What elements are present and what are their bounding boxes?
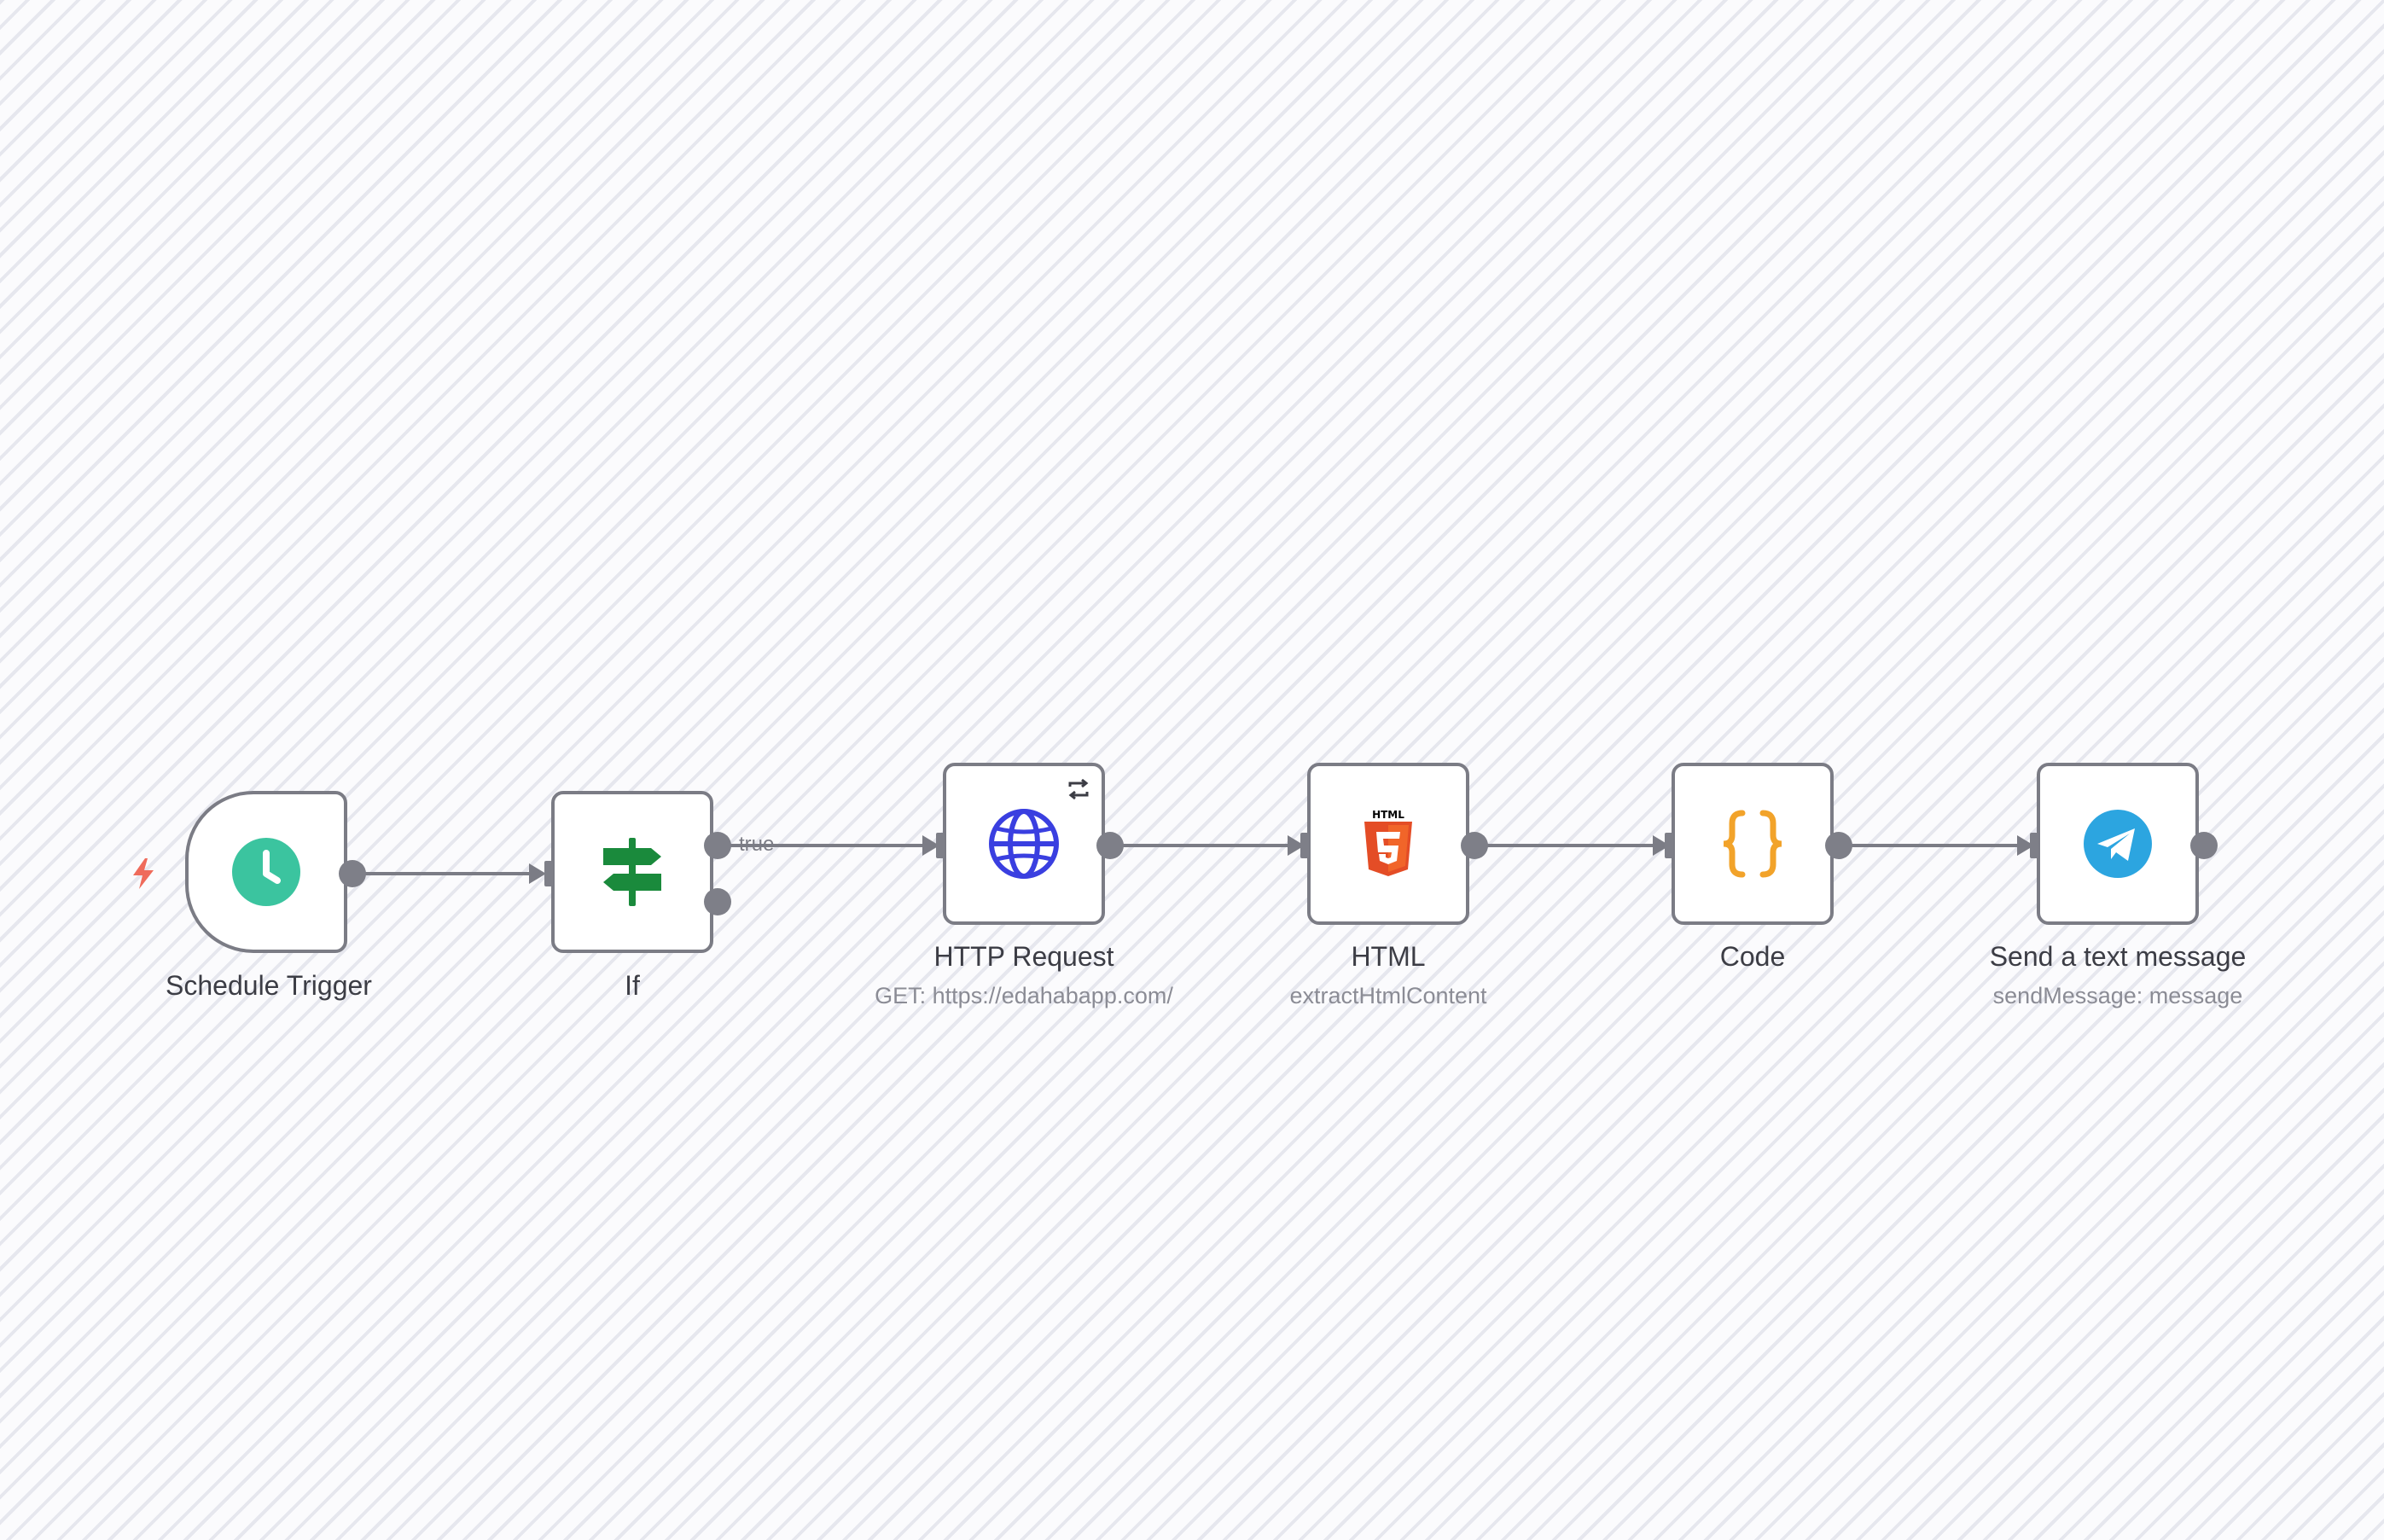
html-input-handle[interactable]	[1300, 833, 1309, 858]
node-subtitle-http-request: GET: https://edahabapp.com/	[875, 983, 1173, 1008]
node-code[interactable]	[1672, 763, 1834, 925]
send-text-message-output-handle[interactable]	[2190, 832, 2218, 859]
if-false-output-handle[interactable]	[704, 888, 731, 915]
connection-http-to-html[interactable]	[1111, 835, 1305, 856]
if-true-branch-label: true	[739, 833, 775, 856]
clock-icon	[230, 836, 302, 908]
signpost-icon	[596, 836, 668, 908]
loop-arrows-icon	[1066, 776, 1091, 802]
lightning-bolt-icon	[128, 857, 159, 891]
html-output-handle[interactable]	[1461, 832, 1488, 859]
connection-html-to-code[interactable]	[1476, 835, 1670, 856]
node-schedule-trigger[interactable]	[185, 791, 347, 953]
node-if[interactable]	[551, 791, 713, 953]
node-html[interactable]: HTML	[1307, 763, 1469, 925]
node-label-if: If	[625, 970, 640, 1001]
code-input-handle[interactable]	[1665, 833, 1673, 858]
html5-icon: HTML	[1352, 808, 1424, 880]
node-label-http-request: HTTP Request	[933, 941, 1114, 972]
if-true-output-handle[interactable]	[704, 832, 731, 859]
node-label-send-text-message: Send a text message	[1989, 941, 2247, 972]
schedule-trigger-output-handle[interactable]	[339, 860, 366, 887]
telegram-icon	[2082, 808, 2154, 880]
node-http-request[interactable]	[943, 763, 1105, 925]
globe-icon	[988, 808, 1060, 880]
node-label-code: Code	[1719, 941, 1786, 972]
connection-trigger-to-if[interactable]	[354, 863, 546, 884]
node-label-html: HTML	[1351, 941, 1426, 972]
connection-code-to-telegram[interactable]	[1840, 835, 2034, 856]
node-send-text-message[interactable]	[2037, 763, 2199, 925]
node-label-schedule-trigger: Schedule Trigger	[166, 970, 372, 1001]
http-request-output-handle[interactable]	[1096, 832, 1124, 859]
curly-braces-icon	[1717, 808, 1788, 880]
code-output-handle[interactable]	[1825, 832, 1852, 859]
node-subtitle-send-text-message: sendMessage: message	[1992, 983, 2243, 1008]
send-text-message-input-handle[interactable]	[2030, 833, 2038, 858]
http-request-input-handle[interactable]	[936, 833, 945, 858]
if-input-handle[interactable]	[544, 861, 553, 886]
svg-text:HTML: HTML	[1372, 809, 1404, 821]
connection-if-true-to-http[interactable]	[730, 835, 939, 856]
node-subtitle-html: extractHtmlContent	[1289, 983, 1487, 1008]
